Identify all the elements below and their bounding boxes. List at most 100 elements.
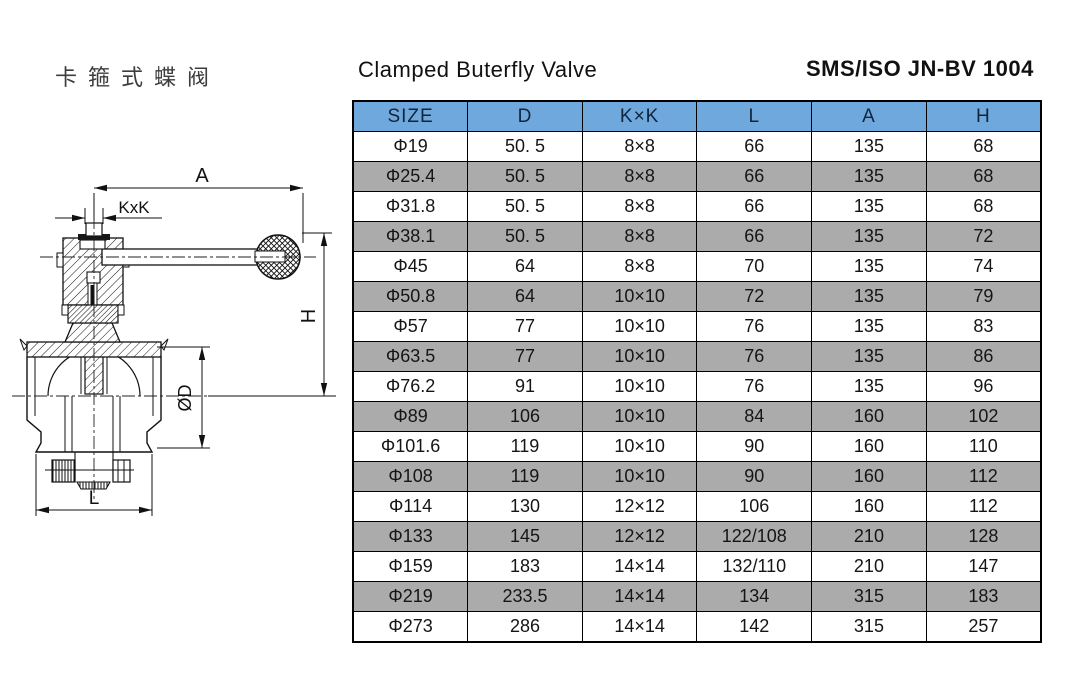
bonnet-lower: [67, 304, 119, 324]
table-cell: 70: [696, 251, 813, 282]
column-header: A: [811, 100, 927, 132]
column-header: K×K: [581, 100, 698, 132]
table-cell: 147: [925, 551, 1042, 582]
column-header: H: [925, 100, 1042, 132]
table-cell: 130: [467, 491, 583, 522]
valve-drawing-svg: A KxK H ØD L: [12, 165, 336, 516]
column-header: SIZE: [352, 100, 469, 132]
dim-kxk-label: KxK: [118, 198, 150, 217]
table-cell: 10×10: [581, 461, 698, 492]
table-cell: 160: [811, 401, 927, 432]
table-cell: Φ76.2: [352, 371, 469, 402]
table-cell: 50. 5: [467, 221, 583, 252]
table-cell: 68: [925, 131, 1042, 162]
table-cell: 68: [925, 161, 1042, 192]
packing-nut: [86, 271, 101, 284]
table-cell: 286: [467, 611, 583, 643]
table-cell: 132/110: [696, 551, 813, 582]
table-cell: 315: [811, 611, 927, 643]
table-cell: 64: [467, 251, 583, 282]
page-title-chinese: 卡箍式蝶阀: [55, 65, 221, 90]
dim-d-label: ØD: [175, 384, 195, 411]
valve-neck: [64, 322, 121, 343]
table-cell: Φ57: [352, 311, 469, 342]
table-cell: 8×8: [581, 131, 698, 162]
table-cell: 145: [467, 521, 583, 552]
table-cell: Φ219: [352, 581, 469, 612]
table-cell: 135: [811, 281, 927, 312]
table-cell: 135: [811, 341, 927, 372]
dim-a-label: A: [195, 165, 209, 187]
table-cell: 10×10: [581, 311, 698, 342]
table-cell: 183: [467, 551, 583, 582]
table-cell: 106: [696, 491, 813, 522]
dim-d: [157, 346, 210, 449]
table-cell: 77: [467, 311, 583, 342]
table-cell: 14×14: [581, 611, 698, 643]
stem-pin: [90, 285, 95, 305]
bonnet-step-right: [117, 304, 125, 316]
table-cell: 79: [925, 281, 1042, 312]
table-cell: 160: [811, 491, 927, 522]
table-cell: 135: [811, 191, 927, 222]
table-cell: 135: [811, 161, 927, 192]
table-cell: 135: [811, 371, 927, 402]
stem-block: [79, 239, 106, 250]
table-cell: 160: [811, 431, 927, 462]
clamp-lip-right: [160, 338, 169, 352]
table-cell: 76: [696, 371, 813, 402]
bonnet-step-left: [61, 304, 69, 316]
table-cell: 135: [811, 221, 927, 252]
table-cell: Φ108: [352, 461, 469, 492]
table-cell: 50. 5: [467, 131, 583, 162]
table-cell: 83: [925, 311, 1042, 342]
table-cell: 66: [696, 191, 813, 222]
table-cell: 68: [925, 191, 1042, 222]
centerlines: [12, 216, 316, 500]
table-cell: 50. 5: [467, 191, 583, 222]
table-cell: 72: [696, 281, 813, 312]
table-cell: Φ25.4: [352, 161, 469, 192]
clamp-lip-left: [19, 338, 28, 352]
table-cell: 8×8: [581, 221, 698, 252]
table-cell: 64: [467, 281, 583, 312]
table-cell: Φ114: [352, 491, 469, 522]
table-cell: 119: [467, 461, 583, 492]
table-cell: 8×8: [581, 191, 698, 222]
table-cell: 50. 5: [467, 161, 583, 192]
disc-edges: [64, 357, 121, 452]
table-cell: 233.5: [467, 581, 583, 612]
table-cell: 160: [811, 461, 927, 492]
table-cell: 14×14: [581, 551, 698, 582]
table-cell: 10×10: [581, 401, 698, 432]
dim-l: [35, 454, 153, 516]
table-cell: 122/108: [696, 521, 813, 552]
table-cell: 128: [925, 521, 1042, 552]
table-cell: 8×8: [581, 161, 698, 192]
standard-code: SMS/ISO JN-BV 1004: [806, 56, 1034, 81]
table-cell: 10×10: [581, 371, 698, 402]
table-cell: 102: [925, 401, 1042, 432]
table-cell: 10×10: [581, 281, 698, 312]
knurled-nut-left: [51, 459, 76, 483]
table-cell: 84: [696, 401, 813, 432]
table-cell: Φ63.5: [352, 341, 469, 372]
table-cell: 91: [467, 371, 583, 402]
page-title-english: Clamped Buterfly Valve: [358, 57, 598, 82]
table-cell: 66: [696, 221, 813, 252]
table-cell: Φ45: [352, 251, 469, 282]
column-header: D: [467, 100, 583, 132]
